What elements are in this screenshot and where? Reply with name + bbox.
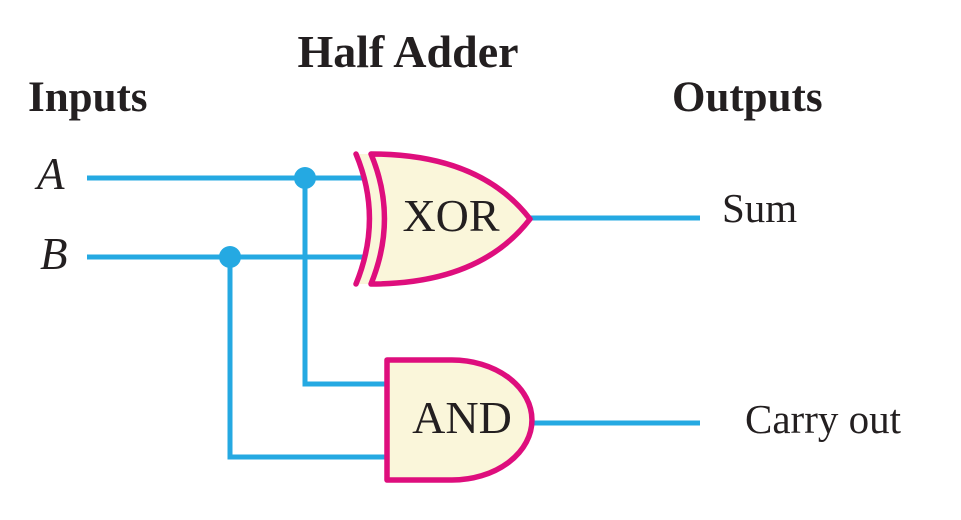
xor-input-arc [353,151,373,287]
input-b-label: B [40,229,68,279]
diagram-title: Half Adder [297,26,519,77]
xor-gate-label: XOR [402,190,500,241]
and-gate [384,357,535,483]
xor-gate-body [368,151,533,287]
wire-branch-b-to-and [227,257,395,460]
and-gate-label: AND [412,392,512,443]
inputs-heading: Inputs [28,74,148,121]
carry-out-label: Carry out [745,396,901,442]
sum-output-label: Sum [722,185,798,231]
junction-dot-a [294,167,316,189]
xor-gate [353,151,533,287]
wire-group [87,175,700,460]
input-a-label: A [37,149,65,199]
wire-branch-a-to-and [302,178,395,387]
junction-dot-b [219,246,241,268]
outputs-heading: Outputs [672,74,823,121]
